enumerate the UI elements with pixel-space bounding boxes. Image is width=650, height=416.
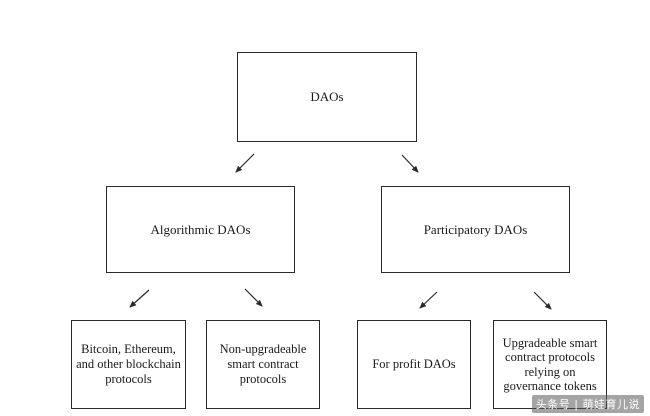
node-blockchain-protocols-label: Bitcoin, Ethereum, and other blockchain … — [76, 342, 181, 386]
node-upgradeable-contracts: Upgradeable smart contract protocols rel… — [493, 320, 607, 409]
arrow-root-to-participatory — [401, 154, 419, 173]
arrow-participatory-to-upgradeable — [533, 291, 552, 310]
node-daos-label: DAOs — [310, 89, 344, 105]
node-non-upgradeable-contracts: Non-upgradeable smart contract protocols — [206, 320, 320, 409]
arrow-participatory-to-for-profit — [419, 291, 438, 309]
watermark: 头条号 | 萌娃育儿说 — [531, 395, 644, 413]
arrow-algorithmic-to-bitcoin — [129, 289, 150, 308]
node-for-profit-daos: For profit DAOs — [357, 320, 471, 409]
node-non-upgradeable-contracts-label: Non-upgradeable smart contract protocols — [219, 342, 307, 386]
node-blockchain-protocols: Bitcoin, Ethereum, and other blockchain … — [71, 320, 186, 409]
arrow-root-to-algorithmic — [235, 153, 255, 173]
node-for-profit-daos-label: For profit DAOs — [372, 356, 456, 371]
arrow-algorithmic-to-non-upgradeable — [244, 288, 263, 307]
node-upgradeable-contracts-label: Upgradeable smart contract protocols rel… — [502, 335, 598, 394]
node-algorithmic-daos: Algorithmic DAOs — [106, 186, 295, 273]
node-participatory-daos: Participatory DAOs — [381, 186, 570, 273]
node-participatory-daos-label: Participatory DAOs — [423, 221, 528, 237]
node-daos: DAOs — [237, 52, 417, 142]
node-algorithmic-daos-label: Algorithmic DAOs — [150, 221, 251, 237]
